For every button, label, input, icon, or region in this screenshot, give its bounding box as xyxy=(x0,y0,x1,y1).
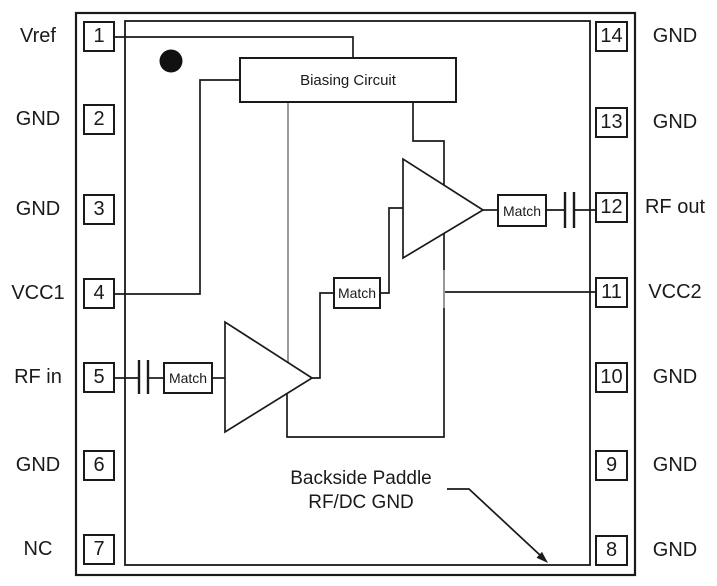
pin-2-box: 2 xyxy=(83,104,115,135)
wire-match2-to-amp2 xyxy=(381,207,404,294)
pin-4-box: 4 xyxy=(83,278,115,309)
pin-label-gnd-8: GND xyxy=(652,539,698,561)
pin-label-rf-in: RF in xyxy=(14,366,62,388)
pin-label-gnd-6: GND xyxy=(15,454,61,476)
pin-9-box: 9 xyxy=(595,450,628,481)
pin-8-box: 8 xyxy=(595,535,628,566)
pin-7-box: 7 xyxy=(83,534,115,565)
pin-6-box: 6 xyxy=(83,450,115,481)
pin-12-box: 12 xyxy=(595,192,628,223)
pin-label-gnd-9: GND xyxy=(652,454,698,476)
pin-label-gnd-3: GND xyxy=(15,198,61,220)
amplifier-2 xyxy=(402,157,485,260)
wires xyxy=(115,36,595,438)
pin-11-box: 11 xyxy=(595,277,628,308)
capacitors xyxy=(137,192,576,394)
chip-package-outline xyxy=(74,11,637,577)
pin-label-vcc1: VCC1 xyxy=(11,282,65,304)
pin-label-rf-out: RF out xyxy=(644,196,706,218)
pin-13-box: 13 xyxy=(595,107,628,138)
pin-14-box: 14 xyxy=(595,21,628,52)
pin-label-gnd-14: GND xyxy=(652,25,698,47)
leader-arrowhead-icon xyxy=(536,551,548,563)
backside-paddle-note: Backside Paddle RF/DC GND xyxy=(281,467,441,515)
biasing-circuit-block: Biasing Circuit xyxy=(239,57,457,103)
pin-10-box: 10 xyxy=(595,362,628,393)
pin-label-gnd-2: GND xyxy=(15,108,61,130)
wire-vcc2-to-amps xyxy=(286,233,445,438)
match-block-output: Match xyxy=(497,194,547,227)
wire-vcc1-to-biasing xyxy=(115,79,239,295)
wire-vref-to-biasing xyxy=(115,36,354,57)
pin-label-nc: NC xyxy=(23,538,53,560)
backside-paddle-note-line2: RF/DC GND xyxy=(308,492,414,513)
amplifier-1 xyxy=(224,320,314,434)
wire-biasing-to-amp2 xyxy=(412,103,445,186)
pin-5-box: 5 xyxy=(83,362,115,393)
match-block-input: Match xyxy=(163,362,213,394)
match-block-interstage: Match xyxy=(333,277,381,309)
pin-label-vcc2: VCC2 xyxy=(648,281,702,303)
pin-label-gnd-13: GND xyxy=(652,111,698,133)
pin-3-box: 3 xyxy=(83,194,115,225)
wire-amp1-to-match2 xyxy=(312,292,333,379)
pin-1-box: 1 xyxy=(83,21,115,52)
leader-line xyxy=(447,488,542,557)
pin-label-gnd-10: GND xyxy=(652,366,698,388)
pin-label-vref: Vref xyxy=(20,25,56,47)
pin1-marker-dot xyxy=(159,49,183,73)
backside-paddle-note-line1: Backside Paddle xyxy=(290,468,432,489)
die-outline xyxy=(124,20,591,566)
